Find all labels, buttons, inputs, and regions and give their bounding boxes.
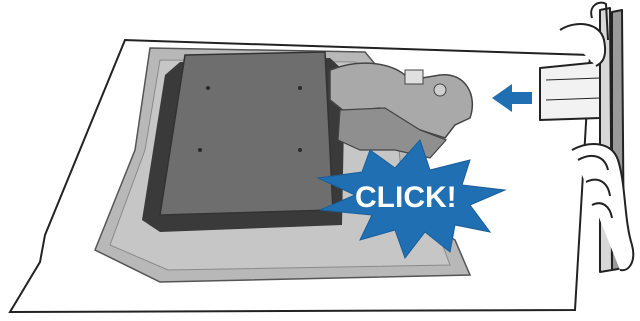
- mount-plate: [160, 52, 333, 215]
- screw-hole: [298, 148, 302, 152]
- click-callout-text: CLICK!: [355, 181, 457, 214]
- stand-neck-knob: [434, 84, 446, 96]
- screw-hole: [298, 86, 302, 90]
- screw-hole: [198, 148, 202, 152]
- screw-hole: [206, 86, 210, 90]
- stand-neck-slot: [405, 70, 423, 84]
